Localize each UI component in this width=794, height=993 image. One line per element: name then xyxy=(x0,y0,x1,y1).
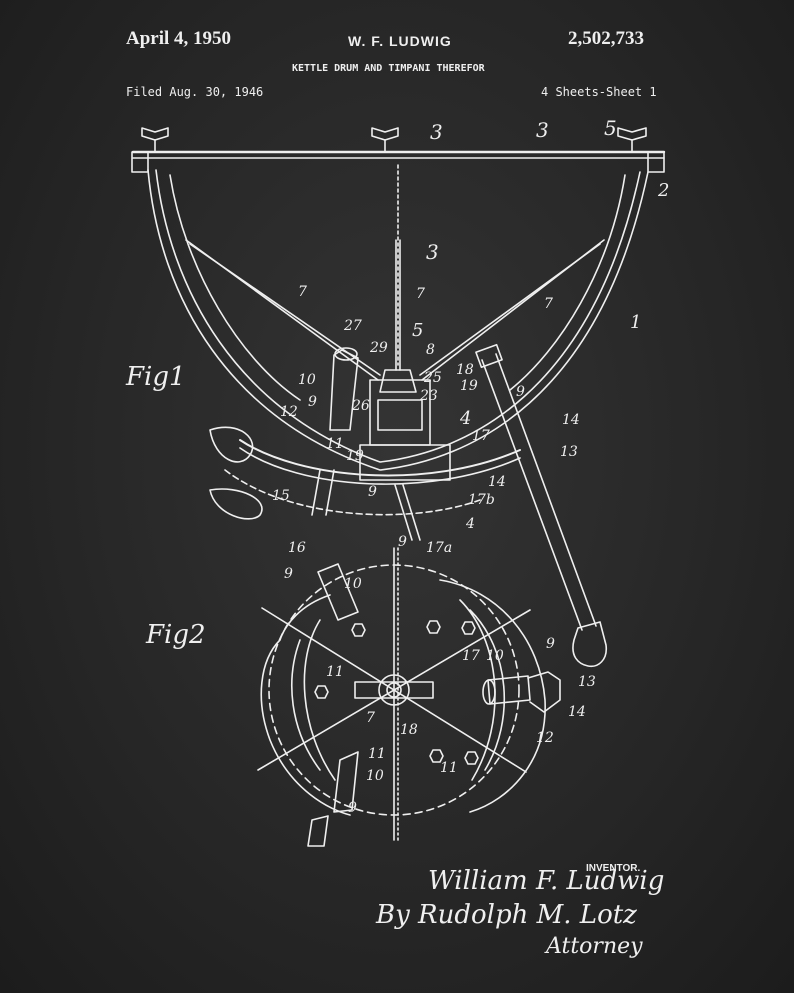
attorney-signature: By Rudolph M. Lotz xyxy=(376,900,637,930)
ref-numeral: 3 xyxy=(536,118,549,142)
ref-numeral: 14 xyxy=(488,474,506,490)
ref-numeral: 3 xyxy=(426,240,439,264)
ref-numeral: 29 xyxy=(370,340,388,356)
ref-numeral: 17a xyxy=(426,540,453,556)
ref-numeral: 18 xyxy=(456,362,474,378)
inventor-signature: William F. Ludwig xyxy=(428,866,665,896)
ref-numeral: 25 xyxy=(424,370,442,386)
sheet-count: 4 Sheets-Sheet 1 xyxy=(541,85,657,99)
ref-numeral: 13 xyxy=(578,674,596,690)
ref-numeral: 4 xyxy=(460,408,472,429)
ref-numeral: 2 xyxy=(658,180,670,201)
attorney-label: Attorney xyxy=(546,934,643,959)
ref-numeral: 10 xyxy=(486,648,504,664)
ref-numeral: 9 xyxy=(398,534,407,550)
ref-numeral: 15 xyxy=(272,488,290,504)
ref-numeral: 3 xyxy=(430,120,443,144)
ref-numeral: 19 xyxy=(346,448,364,464)
kettle-drum-figure xyxy=(131,127,666,668)
tension-handle-left xyxy=(141,127,169,153)
plan-view-figure xyxy=(257,547,561,847)
ref-numeral: 9 xyxy=(308,394,317,410)
patent-number: 2,502,733 xyxy=(568,28,644,49)
ref-numeral: 11 xyxy=(326,436,344,452)
ref-numeral: 17 xyxy=(472,428,490,444)
ref-numeral: 4 xyxy=(466,516,475,532)
ref-numeral: 26 xyxy=(352,398,370,414)
ref-numeral: 14 xyxy=(568,704,586,720)
ref-numeral: 16 xyxy=(288,540,306,556)
ref-numeral: 19 xyxy=(460,378,478,394)
ref-numeral: 17 xyxy=(462,648,480,664)
patent-title: KETTLE DRUM AND TIMPANI THEREFOR xyxy=(292,63,485,74)
ref-numeral: 12 xyxy=(536,730,554,746)
ref-numeral: 9 xyxy=(546,636,555,652)
inventor-label: INVENTOR. xyxy=(586,863,641,874)
ref-numeral: 10 xyxy=(366,768,384,784)
ref-numeral: 7 xyxy=(416,286,425,302)
ref-numeral: 9 xyxy=(368,484,377,500)
tension-handle-center xyxy=(371,127,399,153)
patent-date: April 4, 1950 xyxy=(126,28,232,49)
ref-numeral: 11 xyxy=(440,760,458,776)
ref-numeral: 9 xyxy=(284,566,293,582)
ref-numeral: 1 xyxy=(630,312,642,333)
figure-1-label: Fig1 xyxy=(126,362,186,392)
ref-numeral: 12 xyxy=(280,404,298,420)
tension-handle-right xyxy=(617,127,647,153)
ref-numeral: 17b xyxy=(468,492,495,508)
ref-numeral: 10 xyxy=(298,372,316,388)
ref-numeral: 10 xyxy=(344,576,362,592)
ref-numeral: 9 xyxy=(516,384,525,400)
ref-numeral: 11 xyxy=(326,664,344,680)
ref-numeral: 7 xyxy=(366,710,375,726)
filed-date: Filed Aug. 30, 1946 xyxy=(126,85,264,99)
ref-numeral: 5 xyxy=(604,116,617,140)
figure-2-label: Fig2 xyxy=(146,620,206,650)
ref-numeral: 5 xyxy=(412,320,424,341)
ref-numeral: 8 xyxy=(426,342,435,358)
inventor-header: W. F. LUDWIG xyxy=(348,33,452,49)
ref-numeral: 14 xyxy=(562,412,580,428)
ref-numeral: 18 xyxy=(400,722,418,738)
ref-numeral: 23 xyxy=(420,388,438,404)
ref-numeral: 9 xyxy=(348,800,357,816)
ref-numeral: 13 xyxy=(560,444,578,460)
ref-numeral: 7 xyxy=(298,284,307,300)
ref-numeral: 11 xyxy=(368,746,386,762)
ref-numeral: 7 xyxy=(544,296,553,312)
ref-numeral: 27 xyxy=(344,318,362,334)
